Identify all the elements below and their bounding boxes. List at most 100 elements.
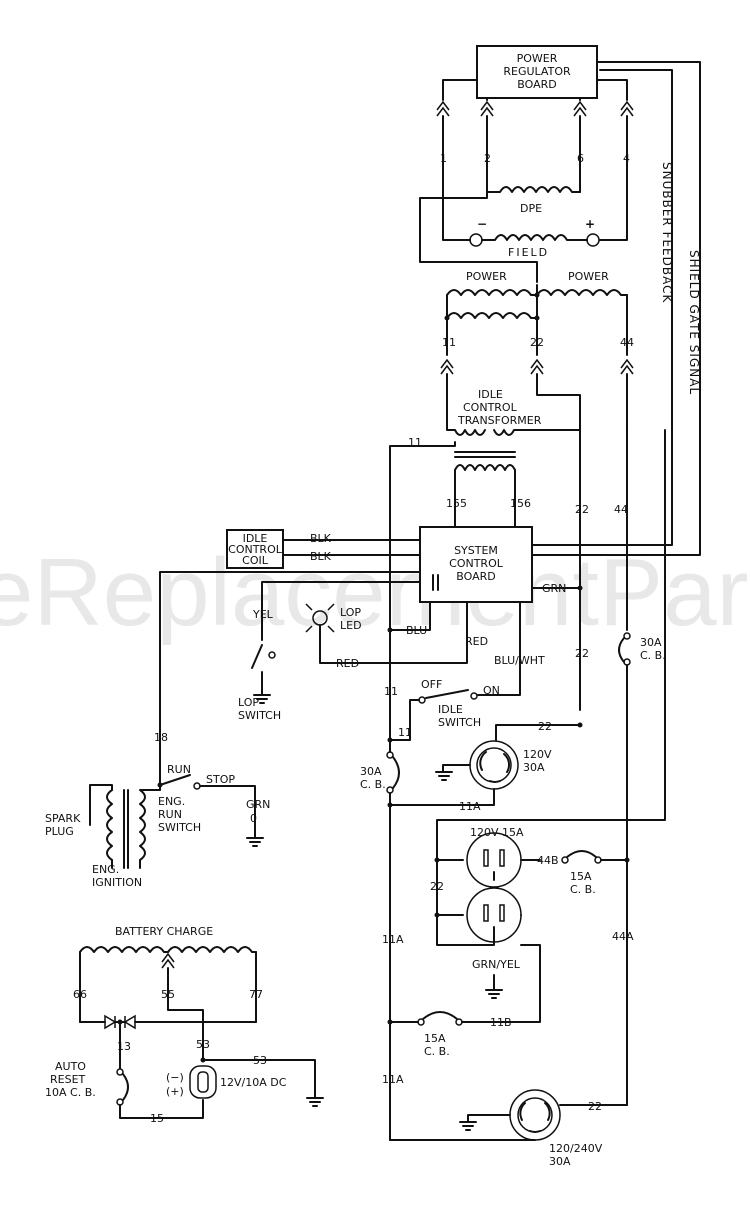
cb-15a-upper-line1: 15A (570, 870, 592, 883)
diodes (79, 1014, 257, 1030)
watermark: eReplacementParts.com (0, 539, 750, 646)
ers-line3: SWITCH (158, 821, 201, 834)
dpe-winding: DPE (419, 186, 581, 283)
wire-blu: BLU (406, 624, 427, 637)
wire-15: 15 (150, 1112, 164, 1125)
twist-lock-120v: 120V 30A (469, 740, 552, 790)
lop-switch-line2: SWITCH (238, 709, 281, 722)
power-regulator-board: POWER REGULATOR BOARD (476, 45, 598, 99)
idle-switch-line2: SWITCH (438, 716, 481, 729)
wire-44a: 44A (612, 930, 634, 943)
wire-blu-wht: BLU/WHT (494, 654, 545, 667)
idle-switch: OFF ON IDLE SWITCH (418, 678, 500, 729)
idle-switch-line1: IDLE (438, 703, 463, 716)
system-control-board: SYSTEM CONTROL BOARD (419, 526, 533, 603)
icc-line3: COIL (242, 554, 269, 567)
field-label: FIELD (508, 246, 549, 259)
wire-155: 155 (446, 497, 467, 510)
eng-run-switch: RUN STOP ENG. RUN SWITCH (157, 763, 235, 834)
wire-red-board: RED (465, 635, 488, 648)
battery-charge-winding: BATTERY CHARGE (79, 925, 257, 1061)
lop-switch-line1: LOP (238, 696, 259, 709)
dpe-label: DPE (520, 202, 542, 215)
auto-reset-line2: RESET (50, 1073, 86, 1086)
wire-22-bottom: 22 (588, 1100, 602, 1113)
wire-yel: YEL (252, 608, 274, 621)
ict-line1: IDLE (478, 388, 503, 401)
cb-15a-upper-line2: C. B. (570, 883, 596, 896)
scb-line3: BOARD (456, 570, 495, 583)
wire-22-recept: 22 (538, 720, 552, 733)
lop-switch: LOP SWITCH (238, 627, 281, 722)
duplex-outlet: 120V 15A GRN/YEL (466, 826, 524, 971)
field-winding: − + FIELD (469, 217, 600, 259)
wire-22-top: 22 (530, 336, 544, 349)
cb-30a-left: 30A C. B. (360, 751, 400, 794)
wire-red-led: RED (336, 657, 359, 670)
dc-label: 12V/10A DC (220, 1076, 287, 1089)
idle-control-coil: IDLE CONTROL COIL (226, 529, 284, 569)
icc-line1: IDLE (243, 532, 268, 545)
cb-30a-right-line1: 30A (640, 636, 662, 649)
lop-led-line2: LED (340, 619, 362, 632)
prb-line1: POWER (517, 52, 558, 65)
spark-plug-line1: SPARK (45, 812, 81, 825)
wire-11a-c: 11A (382, 1073, 404, 1086)
scb-line1: SYSTEM (454, 544, 498, 557)
field-pos: + (585, 217, 595, 231)
ers-line2: RUN (158, 808, 182, 821)
grn-zero: 0 (250, 812, 257, 825)
wire-55: 55 (161, 988, 175, 1001)
wire-blk-2: BLK (310, 550, 332, 563)
icc-line2: CONTROL (228, 543, 283, 556)
connector-chevrons-top (436, 100, 634, 117)
prb-line2: REGULATOR (503, 65, 571, 78)
wire-53b: 53 (253, 1054, 267, 1067)
connector-chevrons-mid (440, 358, 634, 375)
battery-charge-label: BATTERY CHARGE (115, 925, 213, 938)
wire-156: 156 (510, 497, 531, 510)
wire-grn-board: GRN (542, 582, 566, 595)
power-windings: POWER POWER (444, 270, 628, 356)
snubber-feedback-label: SNUBBER FEEDBACK (660, 162, 674, 303)
wire-44b: 44B (537, 854, 559, 867)
wire-22-mid: 22 (575, 503, 589, 516)
cb-30a-right: 30A C. B. (618, 632, 666, 666)
wire-22-lower: 22 (575, 647, 589, 660)
wire-44-top: 44 (620, 336, 634, 349)
cb-15a-lower-line1: 15A (424, 1032, 446, 1045)
idle-off: OFF (421, 678, 442, 691)
shield-gate-signal-label: SHIELD GATE SIGNAL (687, 250, 701, 395)
wire-11-a: 11 (384, 685, 398, 698)
cb-30a-left-line1: 30A (360, 765, 382, 778)
wire-13: 13 (117, 1040, 131, 1053)
field-neg: − (477, 217, 487, 231)
auto-reset-cb: AUTO RESET 10A C. B. (45, 1060, 129, 1106)
cb-30a-left-line2: C. B. (360, 778, 386, 791)
grn-yel-label: GRN/YEL (472, 958, 521, 971)
spark-plug-line2: PLUG (45, 825, 74, 838)
power-left-label: POWER (466, 270, 507, 283)
wire-11-xfmr: 11 (408, 436, 422, 449)
wire-11b: 11B (490, 1016, 512, 1029)
cb-15a-upper: 15A C. B. (561, 850, 602, 896)
dc-minus: (−) (166, 1071, 184, 1084)
dc-outlet: (−) (+) 12V/10A DC (166, 1065, 287, 1099)
wire-blk-1: BLK (310, 532, 332, 545)
lop-led: LOP LED (305, 603, 362, 633)
lop-led-line1: LOP (340, 606, 361, 619)
cb-15a-lower-line2: C. B. (424, 1045, 450, 1058)
ict-line3: TRANSFORMER (457, 414, 542, 427)
scb-line2: CONTROL (449, 557, 504, 570)
cb-15a-lower: 15A C. B. (417, 1011, 463, 1058)
idle-on: ON (483, 684, 500, 697)
ign-line1: ENG. (92, 863, 119, 876)
wire-77: 77 (249, 988, 263, 1001)
ict-line2: CONTROL (463, 401, 518, 414)
ign-line2: IGNITION (92, 876, 142, 889)
tl240-line2: 30A (549, 1155, 571, 1168)
wire-11-b: 11 (398, 726, 412, 739)
stop-label: STOP (206, 773, 235, 786)
twist-lock-240v: 120/240V 30A (509, 1089, 603, 1168)
